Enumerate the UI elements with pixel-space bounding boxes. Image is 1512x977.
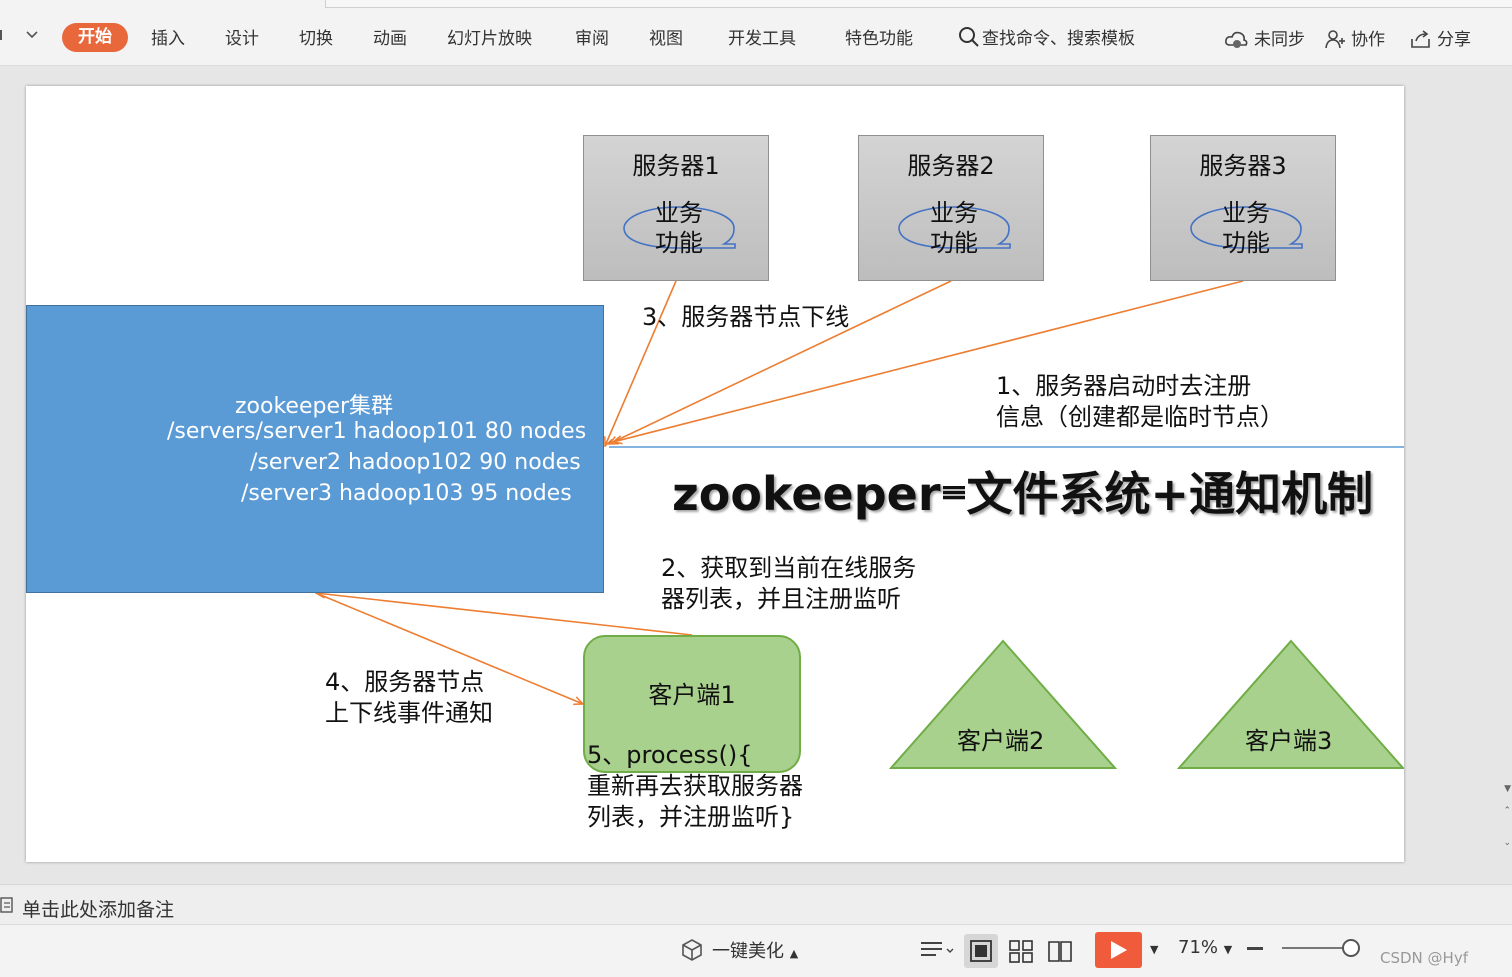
tab-transition[interactable]: 切换 — [299, 29, 333, 49]
zoom-slider-track[interactable] — [1282, 947, 1352, 949]
tab-view[interactable]: 视图 — [649, 29, 683, 49]
book-icon — [1048, 941, 1072, 962]
notes-pane[interactable]: 单击此处添加备注 — [0, 884, 1512, 924]
cube-icon — [682, 939, 702, 961]
label-offline[interactable]: 3、服务器节点下线 — [642, 303, 850, 331]
share-label: 分享 — [1437, 30, 1471, 50]
server-box-1[interactable]: 服务器1 业务功能 — [583, 135, 769, 281]
business-shape — [1190, 206, 1303, 249]
scroll-down-icon[interactable]: ▼ — [1504, 784, 1511, 794]
client-triangle-2[interactable] — [889, 639, 1117, 770]
business-shape — [623, 206, 736, 249]
client-triangle-3[interactable] — [1177, 639, 1404, 770]
search-icon — [959, 27, 979, 47]
cluster-node-3: /server3 hadoop103 95 nodes — [241, 481, 572, 506]
notes-icon — [0, 897, 13, 913]
arrow-notify-client — [315, 592, 583, 704]
tab-design[interactable]: 设计 — [225, 29, 259, 49]
tab-developer[interactable]: 开发工具 — [728, 29, 796, 49]
tab-features[interactable]: 特色功能 — [845, 29, 913, 49]
cluster-title: zookeeper集群 — [235, 394, 394, 419]
ribbon-toolbar: 开始 插入 设计 切换 动画 幻灯片放映 审阅 视图 开发工具 特色功能 查找命… — [0, 0, 1512, 66]
cluster-node-2: /server2 hadoop102 90 nodes — [250, 450, 581, 475]
tab-review[interactable]: 审阅 — [575, 29, 609, 49]
collab-button[interactable]: 协作 — [1325, 25, 1385, 50]
page-down-icon[interactable]: ⌄ — [1503, 838, 1511, 848]
business-label: 业务功能 — [1222, 199, 1270, 257]
share-button[interactable]: 分享 — [1409, 25, 1471, 50]
label-get-list[interactable]: 2、获取到当前在线服务器列表，并且注册监听 — [661, 554, 917, 613]
cloud-icon — [1225, 31, 1248, 48]
caret-up-icon: ▲ — [789, 947, 799, 960]
align-menu-icon[interactable] — [920, 940, 956, 962]
zoom-out-icon[interactable] — [1247, 947, 1263, 950]
server-box-2[interactable]: 服务器2 业务功能 — [858, 135, 1044, 281]
tab-slideshow[interactable]: 幻灯片放映 — [447, 29, 532, 49]
client-label: 客户端1 — [648, 681, 736, 709]
reading-view-button[interactable] — [1043, 934, 1077, 968]
command-search[interactable]: 查找命令、搜索模板 — [958, 24, 1135, 49]
zoom-caret-icon: ▼ — [1223, 943, 1233, 956]
arrow-server1-offline — [605, 280, 677, 446]
sync-button[interactable]: 未同步 — [1224, 25, 1305, 50]
collab-label: 协作 — [1351, 30, 1385, 50]
zoom-level[interactable]: 71% ▼ — [1178, 937, 1232, 958]
grid-view-icon — [1009, 940, 1033, 963]
client-label-3: 客户端3 — [1245, 727, 1333, 755]
client-label-2: 客户端2 — [957, 727, 1045, 755]
label-register[interactable]: 1、服务器启动时去注册信息（创建都是临时节点） — [996, 372, 1284, 431]
server-title: 服务器1 — [632, 152, 720, 180]
title-strip — [325, 0, 1512, 8]
slideshow-play-button[interactable] — [1095, 932, 1142, 968]
watermark: CSDN @Hyf — [1380, 949, 1468, 967]
beautify-label: 一键美化 — [712, 941, 784, 962]
search-label: 查找命令、搜索模板 — [982, 29, 1135, 49]
tab-insert[interactable]: 插入 — [151, 29, 185, 49]
zoom-value: 71% — [1178, 937, 1219, 958]
user-add-icon — [1325, 30, 1345, 49]
client-box-1[interactable]: 客户端1 — [583, 635, 801, 773]
menu-edge-icon[interactable] — [0, 30, 4, 40]
arrow-server2-register — [609, 280, 952, 444]
zookeeper-cluster-box[interactable]: zookeeper集群 /servers/server1 hadoop101 8… — [26, 305, 604, 593]
slide-canvas[interactable]: 服务器1 业务功能 服务器2 业务功能 服务器3 业务功能 zookeeper集… — [26, 86, 1404, 862]
sorter-view-button[interactable] — [1004, 934, 1038, 968]
beautify-button[interactable]: 一键美化 ▲ — [712, 937, 798, 963]
normal-view-button[interactable] — [964, 934, 998, 968]
vertical-scrollbar[interactable]: ▼ ⌃ ⌄ — [1502, 66, 1512, 884]
normal-view-icon — [970, 940, 992, 962]
sync-label: 未同步 — [1254, 30, 1305, 50]
tab-animation[interactable]: 动画 — [373, 29, 407, 49]
status-bar: 一键美化 ▲ ▼ 71% ▼ CSDN @Hyf — [0, 924, 1512, 977]
connector-layer — [26, 280, 1404, 862]
business-label: 业务功能 — [655, 199, 703, 257]
server-box-3[interactable]: 服务器3 业务功能 — [1150, 135, 1336, 281]
server-title: 服务器3 — [1199, 152, 1287, 180]
arrow-server3-register — [613, 280, 1244, 442]
arrow-client-getlist — [316, 593, 693, 636]
play-icon — [1111, 941, 1127, 959]
caret-down-icon[interactable]: ▼ — [1150, 943, 1159, 956]
page-up-icon[interactable]: ⌃ — [1503, 806, 1511, 816]
chevron-down-icon[interactable] — [26, 28, 38, 42]
equals-icon — [942, 486, 965, 500]
cluster-node-1: /servers/server1 hadoop101 80 nodes — [167, 419, 587, 444]
share-icon — [1411, 30, 1430, 48]
business-label: 业务功能 — [930, 199, 978, 257]
label-process[interactable]: 5、process(){重新再去获取服务器列表，并注册监听} — [587, 741, 803, 831]
label-notify[interactable]: 4、服务器节点上下线事件通知 — [325, 668, 493, 727]
server-title: 服务器2 — [907, 152, 995, 180]
business-shape — [898, 206, 1011, 249]
tab-home[interactable]: 开始 — [62, 23, 128, 52]
notes-placeholder[interactable]: 单击此处添加备注 — [22, 899, 175, 921]
zoom-slider-knob[interactable] — [1342, 939, 1360, 957]
